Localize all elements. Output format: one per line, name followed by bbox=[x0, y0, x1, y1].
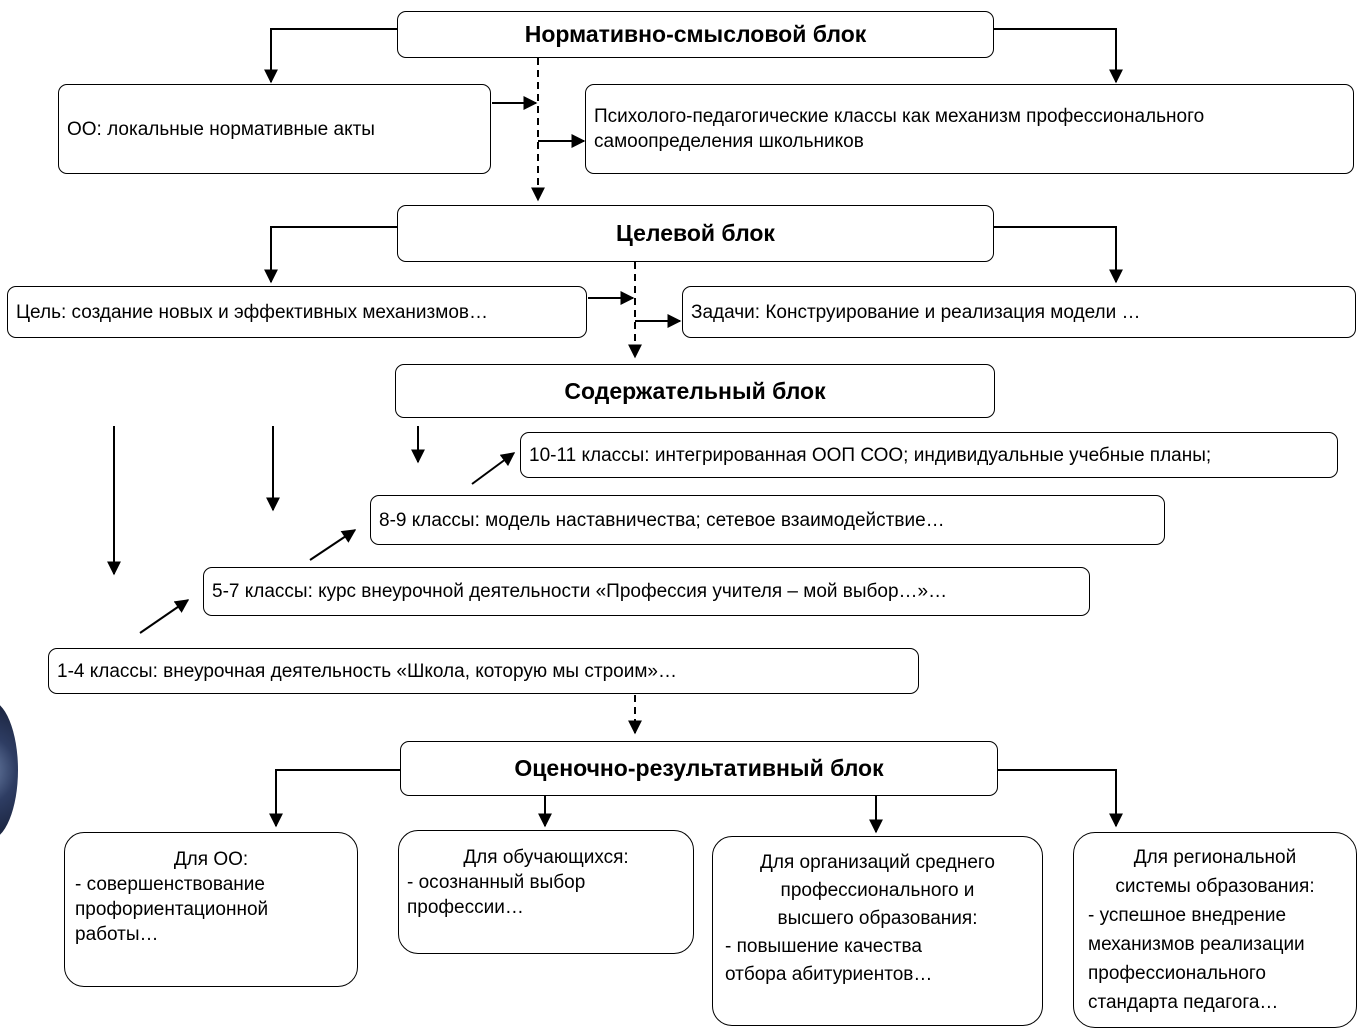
eval-region-line-4: механизмов реализации bbox=[1088, 934, 1305, 955]
eval-oo-line-4: работы… bbox=[75, 924, 159, 945]
eval-region-line-3: - успешное внедрение bbox=[1088, 905, 1287, 926]
eval-orgs-line-4: - повышение качества bbox=[725, 936, 922, 957]
target-goal-text: Цель: создание новых и эффективных механ… bbox=[16, 301, 488, 323]
grade-8-9-text: 8-9 классы: модель наставничества; сетев… bbox=[379, 509, 945, 531]
grade-10-11-text: 10-11 классы: интегрированная ООП СОО; и… bbox=[529, 444, 1212, 466]
eval-oo-line-3: профориентационной bbox=[75, 899, 269, 920]
content-block-title: Содержательный блок bbox=[564, 377, 826, 404]
eval-for-region-box: Для региональной системы образования: - … bbox=[1073, 832, 1357, 1028]
eval-region-line-2: системы образования: bbox=[1115, 876, 1315, 897]
eval-for-oo-box: Для ОО: - совершенствование профориентац… bbox=[64, 832, 358, 987]
decorative-corner-image bbox=[0, 700, 18, 840]
arrow-eval-right bbox=[998, 769, 1123, 828]
target-tasks-text: Задачи: Конструирование и реализация мод… bbox=[691, 301, 1141, 323]
target-goal-box: Цель: создание новых и эффективных механ… bbox=[7, 286, 587, 338]
evaluation-block-title: Оценочно-результативный блок bbox=[514, 755, 884, 781]
grade-5-7-box: 5-7 классы: курс внеурочной деятельности… bbox=[203, 567, 1090, 616]
eval-students-heading: Для обучающихся: bbox=[463, 847, 629, 868]
eval-for-organizations-box: Для организаций среднего профессионально… bbox=[712, 836, 1043, 1026]
target-tasks-box: Задачи: Конструирование и реализация мод… bbox=[682, 286, 1356, 338]
eval-for-students-box: Для обучающихся: - осознанный выбор проф… bbox=[398, 830, 694, 954]
normative-block-header: Нормативно-смысловой блок bbox=[397, 11, 994, 58]
eval-region-line-5: профессионального bbox=[1088, 963, 1266, 984]
normative-block-title: Нормативно-смысловой блок bbox=[524, 21, 867, 47]
grade-1-4-box: 1-4 классы: внеурочная деятельность «Шко… bbox=[48, 648, 919, 694]
arrow-target-left bbox=[264, 226, 397, 284]
normative-psych-line-2: самоопределения школьников bbox=[594, 131, 864, 152]
normative-psych-classes-box: Психолого-педагогические классы как меха… bbox=[585, 84, 1354, 174]
eval-orgs-line-2: профессионального и bbox=[780, 880, 975, 901]
eval-orgs-line-5: отбора абитуриентов… bbox=[725, 964, 933, 985]
evaluation-block-header: Оценочно-результативный блок bbox=[400, 741, 998, 796]
grade-1-4-text: 1-4 классы: внеурочная деятельность «Шко… bbox=[57, 660, 677, 682]
normative-psych-line-1: Психолого-педагогические классы как меха… bbox=[594, 106, 1205, 127]
normative-local-acts-box: ОО: локальные нормативные акты bbox=[58, 84, 491, 174]
eval-orgs-line-3: высшего образования: bbox=[777, 908, 978, 929]
content-block-header: Содержательный блок bbox=[395, 364, 995, 418]
grade-5-7-text: 5-7 классы: курс внеурочной деятельности… bbox=[212, 581, 948, 602]
arrow-normative-left bbox=[264, 28, 397, 84]
arrow-diag-2 bbox=[309, 529, 357, 561]
grade-8-9-box: 8-9 классы: модель наставничества; сетев… bbox=[370, 495, 1165, 545]
eval-region-line-1: Для региональной bbox=[1133, 847, 1297, 868]
arrow-diag-3 bbox=[471, 452, 516, 485]
arrow-target-right bbox=[994, 226, 1123, 284]
grade-10-11-box: 10-11 классы: интегрированная ООП СОО; и… bbox=[520, 432, 1338, 478]
eval-oo-heading: Для ОО: bbox=[173, 849, 249, 870]
arrow-normative-right bbox=[994, 28, 1123, 84]
normative-local-acts-text: ОО: локальные нормативные акты bbox=[67, 118, 375, 140]
eval-region-line-6: стандарта педагога… bbox=[1088, 992, 1279, 1013]
eval-students-line-3: профессии… bbox=[407, 897, 524, 918]
eval-orgs-line-1: Для организаций среднего bbox=[760, 852, 995, 873]
eval-oo-line-2: - совершенствование bbox=[75, 874, 265, 895]
arrow-diag-1 bbox=[139, 599, 190, 634]
arrow-eval-left bbox=[269, 769, 400, 828]
target-block-title: Целевой блок bbox=[616, 220, 775, 246]
target-block-header: Целевой блок bbox=[397, 205, 994, 262]
eval-students-line-2: - осознанный выбор bbox=[407, 872, 586, 893]
